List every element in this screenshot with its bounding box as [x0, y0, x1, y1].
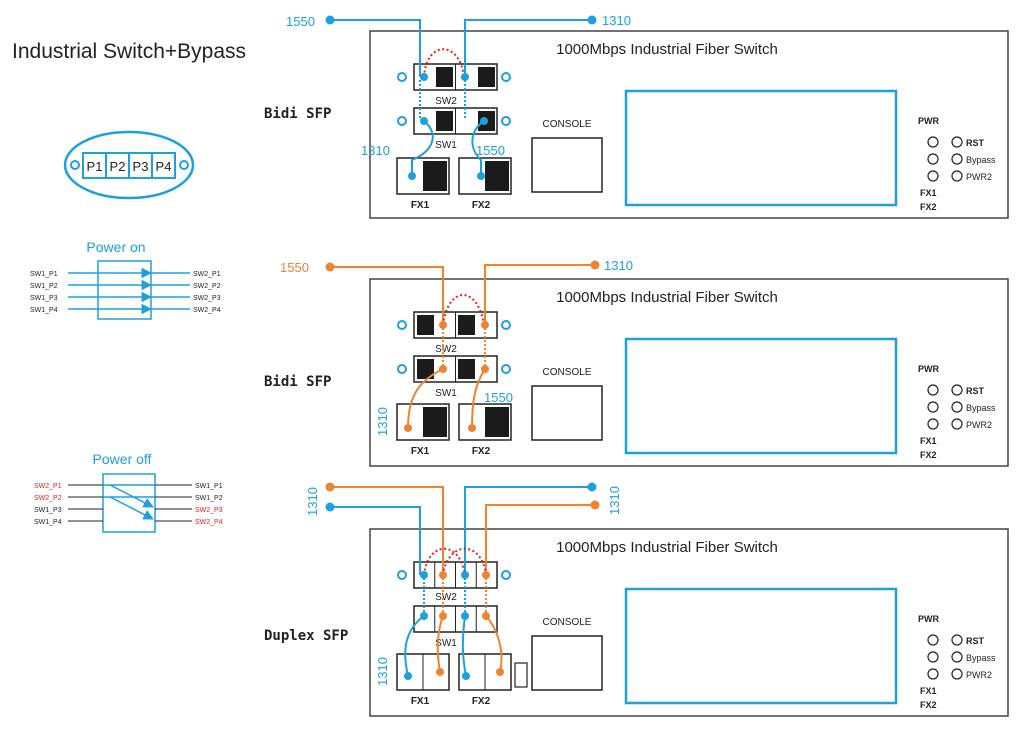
power-on-right-label: SW2_P4 — [193, 307, 221, 314]
panel-side-label: Duplex SFP — [264, 628, 348, 644]
console-label: CONSOLE — [543, 119, 592, 130]
power-off-left-label: SW1_P4 — [34, 519, 62, 526]
sw-label: SW2 — [435, 96, 457, 107]
power-on-right-label: SW2_P1 — [193, 271, 221, 278]
led-bypass-label: Bypass — [966, 403, 996, 413]
led-bypass-label: Bypass — [966, 653, 996, 663]
sw-label: SW2 — [435, 592, 457, 603]
page-title: Industrial Switch+Bypass — [12, 40, 246, 63]
led-rst-label: RST — [966, 386, 985, 396]
power-off-left-label: SW2_P1 — [34, 483, 62, 490]
panel-title: 1000Mbps Industrial Fiber Switch — [556, 41, 778, 58]
sw-label: SW2 — [435, 344, 457, 355]
led-rst-label: RST — [966, 138, 985, 148]
led-fx2-label: FX2 — [920, 700, 937, 710]
panel-side-label: Bidi SFP — [264, 106, 331, 122]
led-fx1-label: FX1 — [920, 686, 937, 696]
power-off-right-label: SW2_P4 — [195, 519, 223, 526]
led-pwr-label: PWR — [918, 364, 939, 374]
led-pwr-label: PWR — [918, 614, 939, 624]
port-label: P2 — [110, 159, 126, 174]
fx2-label: FX2 — [472, 446, 491, 457]
wavelength-label: 1550 — [476, 143, 505, 158]
wavelength-label: 1550 — [286, 14, 315, 29]
power-on-right-label: SW2_P2 — [193, 283, 221, 290]
fx1-label: FX1 — [411, 696, 430, 707]
power-off-diagram: Power off SW2_P1 SW2_P2 SW1_P3 SW1_P4 SW… — [34, 451, 223, 533]
sw-label: SW1 — [435, 140, 457, 151]
switch-panel-1: Bidi SFP 1000Mbps Industrial Fiber Switc… — [264, 13, 1009, 219]
switch-panel-2: Bidi SFP 1000Mbps Industrial Fiber Switc… — [264, 258, 1009, 467]
power-off-title: Power off — [93, 451, 152, 467]
port-label: P4 — [156, 159, 172, 174]
port-connector: P1 P2 P3 P4 — [63, 130, 195, 200]
power-off-left-label: SW2_P2 — [34, 495, 62, 502]
fx2-label: FX2 — [472, 696, 491, 707]
sw-label: SW1 — [435, 638, 457, 649]
power-on-left-label: SW1_P1 — [30, 271, 58, 278]
led-pwr-label: PWR — [918, 116, 939, 126]
panel-title: 1000Mbps Industrial Fiber Switch — [556, 539, 778, 556]
wavelength-label: 1310 — [602, 13, 631, 28]
panel-title: 1000Mbps Industrial Fiber Switch — [556, 289, 778, 306]
power-off-right-label: SW1_P2 — [195, 495, 223, 502]
port-label: P3 — [133, 159, 149, 174]
led-pwr2-label: PWR2 — [966, 670, 992, 680]
led-fx2-label: FX2 — [920, 450, 937, 460]
wavelength-label: 1310 — [375, 407, 390, 436]
power-on-left-label: SW1_P2 — [30, 283, 58, 290]
power-on-left-label: SW1_P3 — [30, 295, 58, 302]
wavelength-label: 1550 — [484, 390, 513, 405]
port-label: P1 — [87, 159, 103, 174]
led-pwr2-label: PWR2 — [966, 172, 992, 182]
led-pwr2-label: PWR2 — [966, 420, 992, 430]
led-fx1-label: FX1 — [920, 436, 937, 446]
panel-side-label: Bidi SFP — [264, 374, 331, 390]
power-off-right-label: SW2_P3 — [195, 507, 223, 514]
console-label: CONSOLE — [543, 367, 592, 378]
wavelength-label: 1310 — [305, 487, 320, 516]
switch-panel-3: Duplex SFP 1000Mbps Industrial Fiber Swi… — [264, 482, 1009, 717]
wavelength-label: 1310 — [375, 657, 390, 686]
wavelength-label: 1310 — [607, 486, 622, 515]
led-bypass-label: Bypass — [966, 155, 996, 165]
power-on-title: Power on — [86, 239, 145, 255]
power-on-right-label: SW2_P3 — [193, 295, 221, 302]
fx1-label: FX1 — [411, 446, 430, 457]
power-off-right-label: SW1_P1 — [195, 483, 223, 490]
power-off-left-label: SW1_P3 — [34, 507, 62, 514]
wavelength-label: 1310 — [361, 143, 390, 158]
console-label: CONSOLE — [543, 617, 592, 628]
fx1-label: FX1 — [411, 200, 430, 211]
fx2-label: FX2 — [472, 200, 491, 211]
led-fx1-label: FX1 — [920, 188, 937, 198]
wavelength-label: 1550 — [280, 260, 309, 275]
led-fx2-label: FX2 — [920, 202, 937, 212]
wavelength-label: 1310 — [604, 258, 633, 273]
power-on-left-label: SW1_P4 — [30, 307, 58, 314]
led-rst-label: RST — [966, 636, 985, 646]
power-on-diagram: Power on SW1_P1 SW1_P2 SW1_P3 SW1_P4 SW2… — [30, 239, 221, 320]
sw-label: SW1 — [435, 388, 457, 399]
